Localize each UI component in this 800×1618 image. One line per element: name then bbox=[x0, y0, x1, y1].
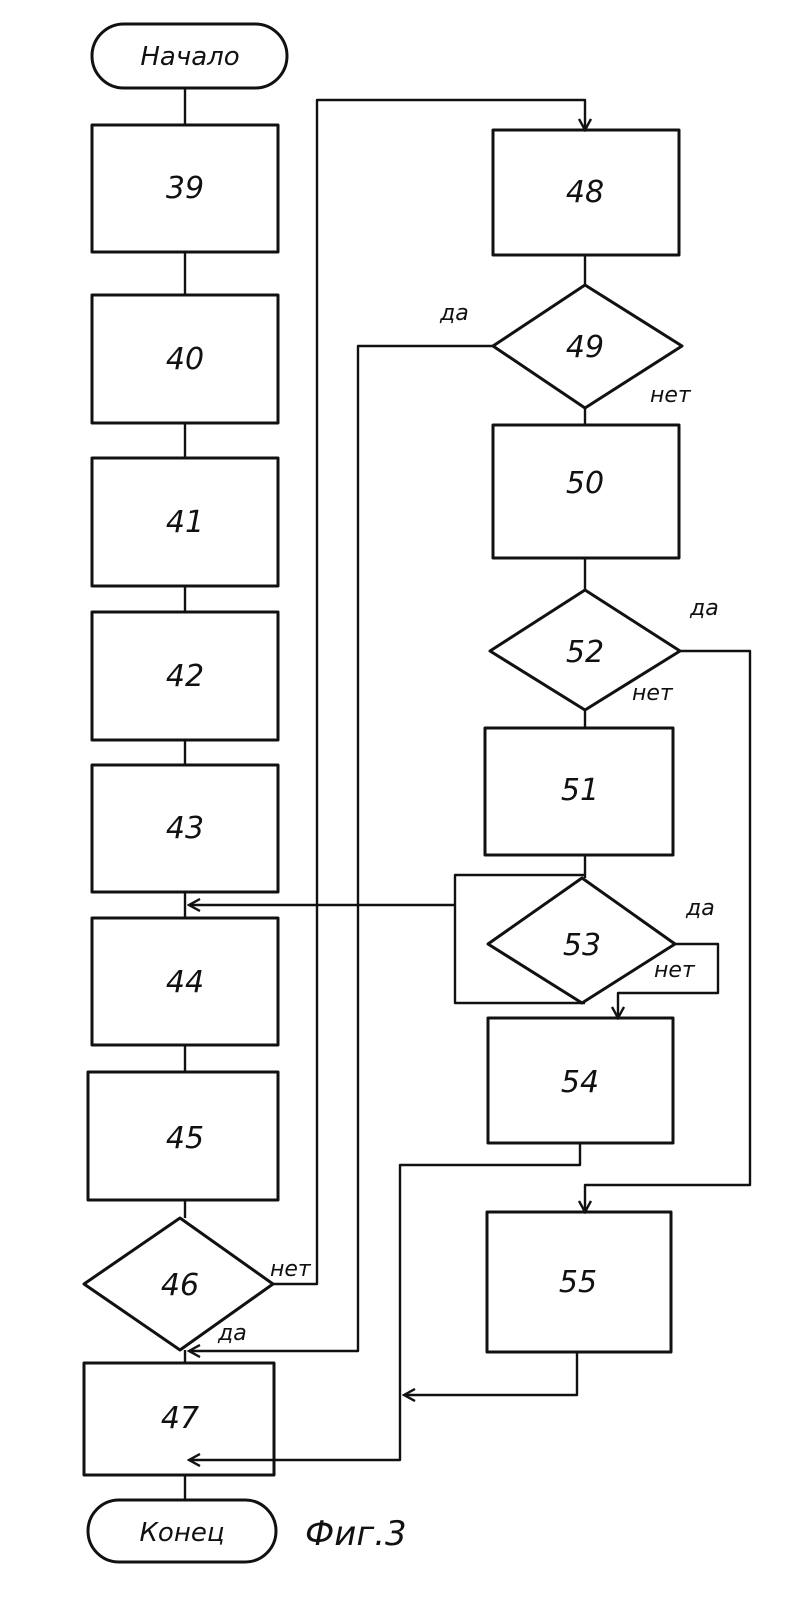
block-43: 43 bbox=[92, 765, 278, 892]
block-51-label: 51 bbox=[561, 773, 599, 808]
decision-52-label: 52 bbox=[566, 635, 604, 670]
block-54-label: 54 bbox=[561, 1065, 599, 1100]
block-40: 40 bbox=[92, 295, 278, 423]
block-47-label: 47 bbox=[161, 1401, 199, 1436]
block-39: 39 bbox=[92, 125, 278, 252]
terminal-end-label: Конец bbox=[139, 1518, 224, 1548]
block-44-label: 44 bbox=[166, 965, 204, 1000]
branch-53-yes: да bbox=[685, 896, 715, 921]
connectors bbox=[185, 88, 750, 1500]
edge-52-yes-to-55 bbox=[585, 651, 750, 1212]
decision-46-label: 46 bbox=[161, 1268, 199, 1303]
branch-46-yes: да bbox=[217, 1321, 247, 1346]
branch-53-no: нет bbox=[654, 958, 696, 983]
branch-52-yes: да bbox=[689, 596, 719, 621]
block-40-label: 40 bbox=[166, 342, 204, 377]
branch-52-no: нет bbox=[632, 681, 674, 706]
terminal-start-label: Начало bbox=[140, 42, 239, 72]
block-45: 45 bbox=[88, 1072, 278, 1200]
edge-55-to-line bbox=[404, 1352, 577, 1395]
block-41: 41 bbox=[92, 458, 278, 586]
block-55: 55 bbox=[487, 1212, 671, 1352]
block-50: 50 bbox=[493, 425, 679, 558]
block-43-label: 43 bbox=[166, 811, 204, 846]
block-50-label: 50 bbox=[566, 466, 604, 501]
branch-46-no: нет bbox=[270, 1257, 312, 1282]
figure-caption: Фиг.3 bbox=[305, 1514, 407, 1554]
block-47: 47 bbox=[84, 1363, 274, 1475]
branch-49-no: нет bbox=[650, 383, 692, 408]
block-48-label: 48 bbox=[566, 175, 604, 210]
block-42-label: 42 bbox=[166, 659, 204, 694]
block-54: 54 bbox=[488, 1018, 673, 1143]
block-42: 42 bbox=[92, 612, 278, 740]
block-41-label: 41 bbox=[166, 505, 204, 540]
decision-53-label: 53 bbox=[563, 928, 601, 963]
block-45-label: 45 bbox=[166, 1121, 204, 1156]
decision-49-label: 49 bbox=[566, 330, 604, 365]
block-39-label: 39 bbox=[166, 171, 204, 206]
block-48: 48 bbox=[493, 130, 679, 255]
block-55-label: 55 bbox=[559, 1265, 597, 1300]
decision-53: 53 bbox=[488, 878, 675, 1003]
branch-49-yes: да bbox=[439, 301, 469, 326]
terminal-end: Конец bbox=[88, 1500, 276, 1562]
block-51: 51 bbox=[485, 728, 673, 855]
edge-46-no-to-48 bbox=[273, 100, 585, 1284]
terminal-start: Начало bbox=[92, 24, 287, 88]
block-44: 44 bbox=[92, 918, 278, 1045]
